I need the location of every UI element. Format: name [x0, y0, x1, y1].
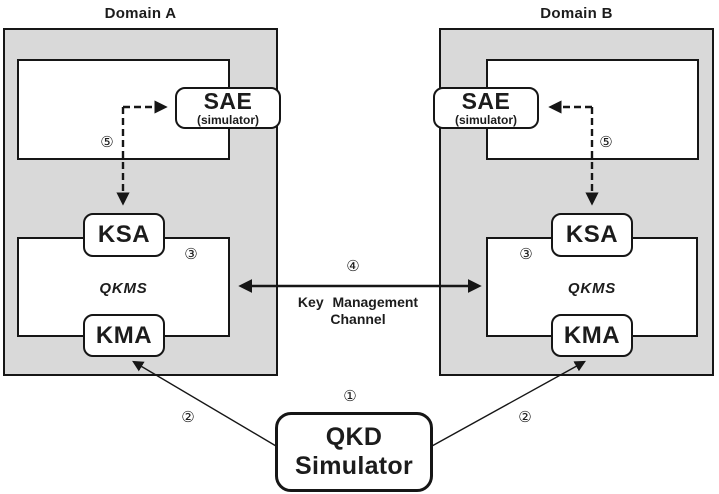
sae-a-sublabel: (simulator): [196, 112, 259, 127]
step-5-badge-a: ⑤: [100, 133, 114, 151]
ksa-a-label: KSA: [97, 221, 151, 248]
qkd-to-kma-b-arrow: [431, 360, 586, 447]
qkd-to-kma-a-arrow: [132, 360, 277, 447]
ksa-b-label: KSA: [565, 221, 619, 248]
ksa-a-node: KSA: [83, 213, 165, 257]
domain-b-title: Domain B: [540, 5, 613, 22]
kma-a-node: KMA: [83, 314, 165, 357]
ksa-b-node: KSA: [551, 213, 633, 257]
sae-b-sublabel: (simulator): [454, 112, 517, 127]
step-2-badge-a: ②: [181, 408, 195, 426]
sae-a-node: SAE (simulator): [175, 87, 281, 129]
kma-a-label: KMA: [95, 321, 153, 349]
qkms-a-label: QKMS: [99, 280, 148, 297]
step-2-badge-b: ②: [518, 408, 532, 426]
sae-a-label: SAE: [203, 87, 253, 114]
step-1-badge: ①: [343, 387, 357, 405]
domain-a-title: Domain A: [104, 5, 177, 22]
qkd-simulator-label-line2: Simulator: [295, 452, 413, 480]
key-management-channel-label: Key Management Channel: [258, 294, 458, 328]
channel-label-line1: Key Management: [297, 294, 419, 310]
kma-b-label: KMA: [563, 321, 621, 349]
sae-b-label: SAE: [461, 87, 511, 114]
kma-b-node: KMA: [551, 314, 633, 357]
step-4-badge: ④: [346, 257, 360, 275]
qkd-simulator-label-line1: QKD: [325, 423, 383, 451]
step-3-badge-b: ③: [519, 245, 533, 263]
qkd-simulator-node: QKD Simulator: [275, 412, 433, 492]
step-5-badge-b: ⑤: [599, 133, 613, 151]
qkms-b-label: QKMS: [567, 280, 617, 297]
step-3-badge-a: ③: [184, 245, 198, 263]
channel-label-line2: Channel: [330, 311, 386, 327]
sae-b-node: SAE (simulator): [433, 87, 539, 129]
